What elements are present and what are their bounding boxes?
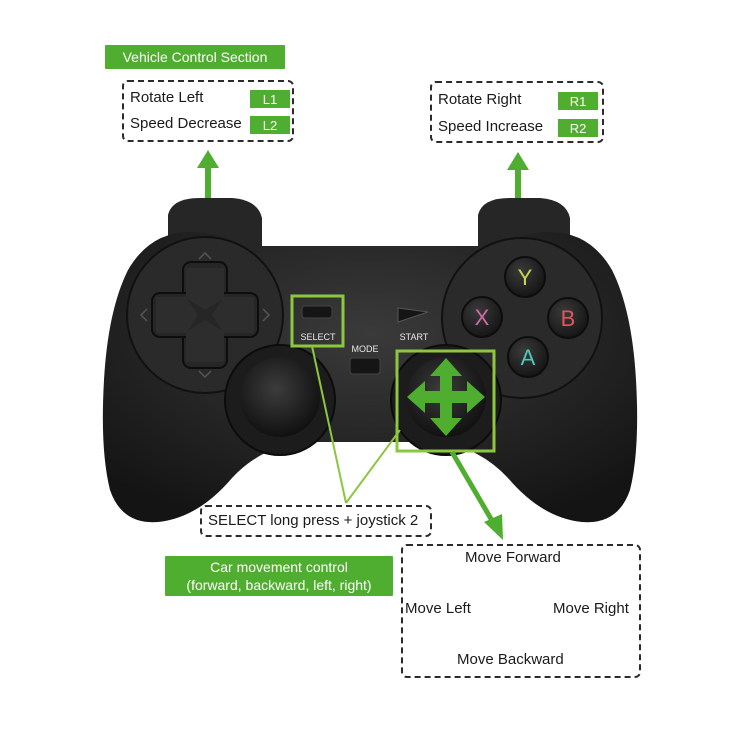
movement-arrow-icon	[449, 450, 503, 540]
x-button[interactable]: X	[461, 296, 503, 338]
joystick-highlight-box	[395, 349, 496, 453]
vehicle-section-title: Vehicle Control Section	[105, 45, 285, 69]
x-button-label: X	[475, 305, 490, 330]
speed-decrease-label: Speed Decrease	[130, 115, 242, 132]
move-right-label: Move Right	[553, 600, 629, 617]
move-left-label: Move Left	[405, 600, 471, 617]
select-combo-note: SELECT long press + joystick 2	[208, 512, 419, 529]
joystick-connector-line	[345, 429, 401, 504]
left-joystick[interactable]	[240, 357, 320, 437]
start-button[interactable]	[397, 307, 429, 323]
l2-badge: L2	[250, 116, 290, 134]
select-button[interactable]	[301, 305, 333, 319]
a-button-label: A	[521, 345, 536, 370]
move-backward-label: Move Backward	[457, 651, 564, 668]
b-button[interactable]: B	[547, 297, 589, 339]
select-highlight-box	[290, 294, 345, 348]
rotate-left-label: Rotate Left	[130, 89, 204, 106]
select-label: SELECT	[300, 332, 336, 342]
start-label: START	[400, 332, 429, 342]
y-button-label: Y	[518, 265, 533, 290]
joystick-direction-arrows-icon	[407, 358, 485, 436]
mode-button[interactable]	[349, 357, 381, 375]
mode-label: MODE	[352, 344, 379, 354]
b-button-label: B	[561, 306, 576, 331]
car-movement-tag: Car movement control (forward, backward,…	[165, 556, 393, 596]
select-connector-line	[311, 345, 347, 504]
car-movement-line1: Car movement control	[210, 559, 348, 575]
car-movement-line2: (forward, backward, left, right)	[186, 577, 372, 593]
r2-badge: R2	[558, 119, 598, 137]
left-shoulder-box: Rotate Left L1 Speed Decrease L2	[122, 80, 294, 142]
move-forward-label: Move Forward	[465, 549, 561, 566]
speed-increase-label: Speed Increase	[438, 118, 544, 135]
right-shoulder-box: Rotate Right R1 Speed Increase R2	[430, 81, 604, 143]
rotate-right-label: Rotate Right	[438, 91, 522, 108]
dpad[interactable]	[139, 251, 271, 379]
l1-badge: L1	[250, 90, 290, 108]
select-combo-note-box: SELECT long press + joystick 2	[200, 505, 432, 537]
a-button[interactable]: A	[507, 336, 549, 378]
left-shoulder-arrow-icon	[197, 150, 219, 198]
movement-box	[401, 544, 641, 678]
y-button[interactable]: Y	[504, 256, 546, 298]
r1-badge: R1	[558, 92, 598, 110]
right-shoulder-arrow-icon	[507, 152, 529, 198]
